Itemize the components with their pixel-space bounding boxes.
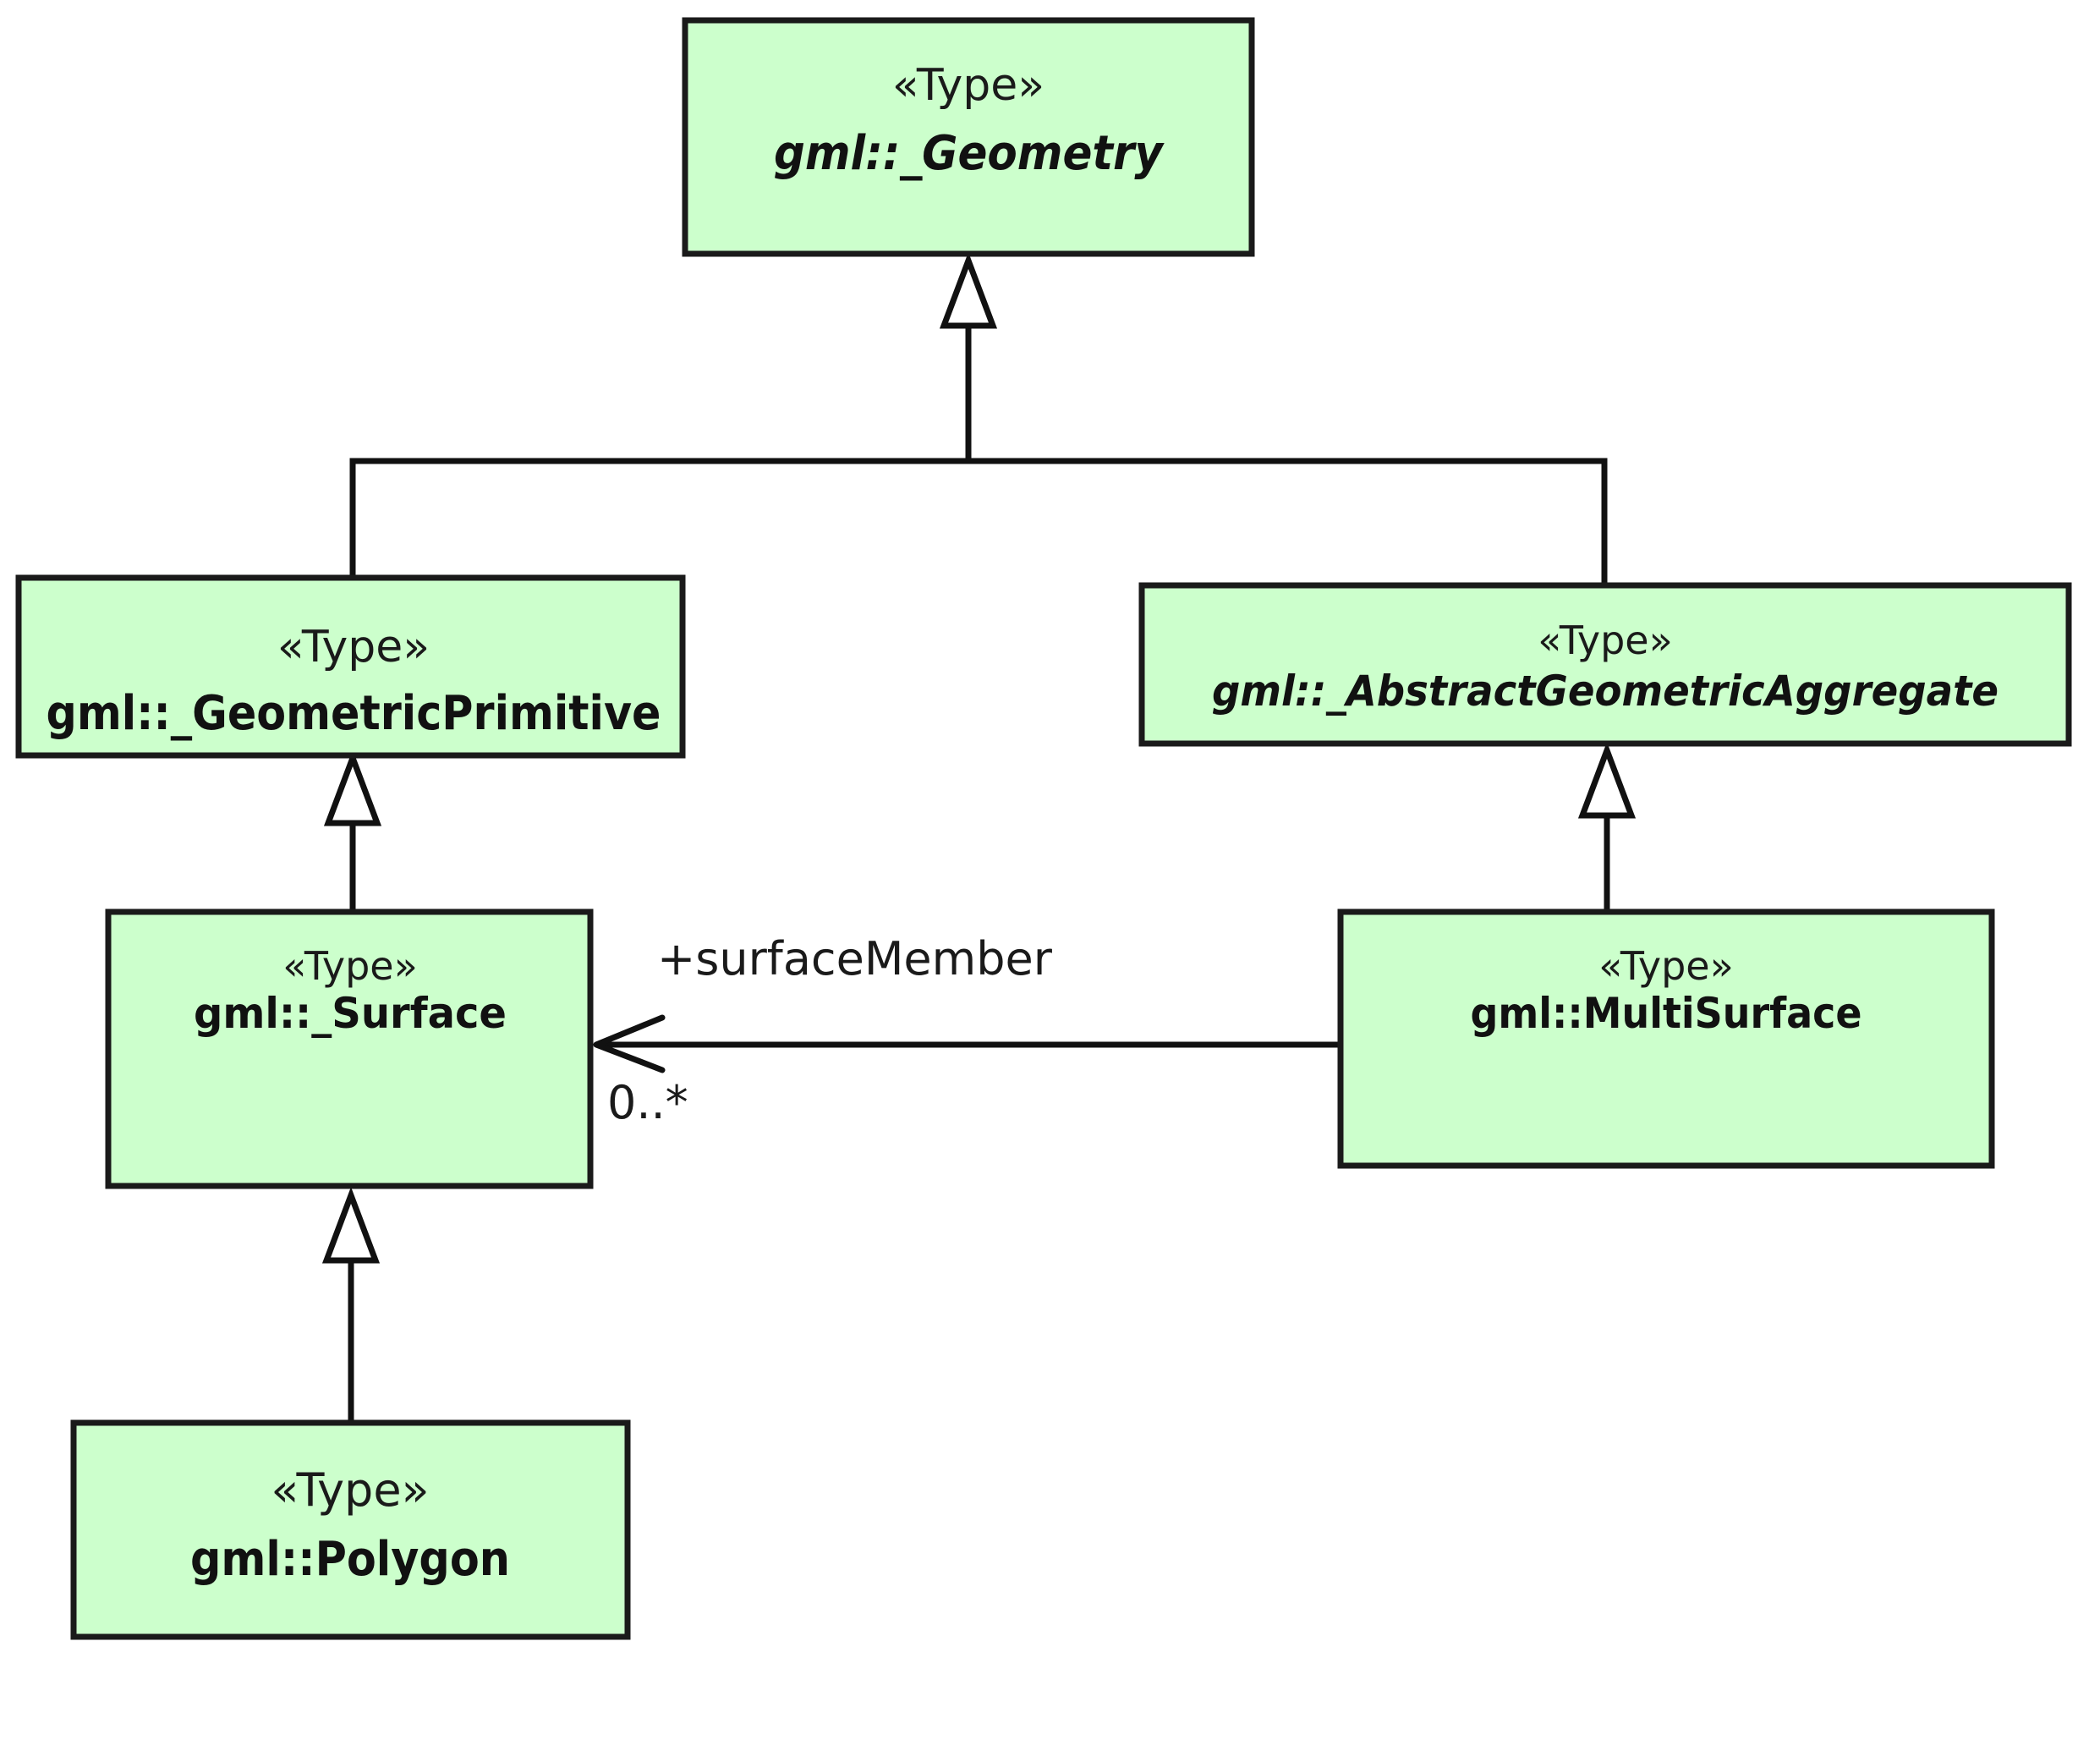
- class-geometric-primitive-name: gml::_GeometricPrimitive: [47, 686, 661, 741]
- association-surface-member: +surfaceMember 0..*: [593, 932, 1341, 1129]
- class-geometry[interactable]: «Type» gml::_Geometry: [682, 17, 1255, 257]
- class-multi-surface-box: [1337, 908, 1995, 1169]
- class-polygon[interactable]: «Type» gml::Polygon: [70, 1419, 631, 1640]
- generalization-polygon-to-surface: [321, 1187, 381, 1423]
- generalization-arrowhead-primitive: [323, 749, 382, 826]
- generalization-line-aggregate: [968, 458, 1608, 585]
- class-polygon-name: gml::Polygon: [190, 1532, 510, 1587]
- class-surface-stereotype: «Type»: [282, 943, 417, 989]
- class-abstract-geometric-aggregate-name: gml::_AbstractGeometricAggregate: [1212, 667, 1999, 716]
- generalization-line-primitive: [349, 458, 968, 578]
- class-geometric-primitive-box: [15, 574, 686, 759]
- generalization-arrowhead-aggregate: [1577, 742, 1637, 819]
- class-polygon-stereotype: «Type»: [271, 1463, 429, 1517]
- class-abstract-geometric-aggregate-box: [1138, 582, 2072, 747]
- class-surface-name: gml::_Surface: [194, 989, 507, 1038]
- generalization-to-geometry: [349, 252, 1608, 585]
- generalization-arrowhead-surface: [321, 1187, 381, 1264]
- class-multi-surface[interactable]: «Type» gml::MultiSurface: [1337, 908, 1995, 1169]
- class-abstract-geometric-aggregate-stereotype: «Type»: [1538, 618, 1672, 663]
- class-surface-box: [105, 908, 594, 1189]
- association-multiplicity-label: 0..*: [607, 1076, 688, 1129]
- class-geometric-primitive[interactable]: «Type» gml::_GeometricPrimitive: [15, 574, 686, 759]
- class-geometry-stereotype: «Type»: [892, 60, 1045, 111]
- class-geometry-name: gml::_Geometry: [774, 126, 1165, 181]
- generalization-surface-to-primitive: [323, 749, 382, 912]
- generalization-arrowhead-geometry: [939, 252, 998, 329]
- class-multi-surface-name: gml::MultiSurface: [1471, 989, 1862, 1038]
- association-open-arrowhead: [593, 1014, 666, 1073]
- class-geometry-box: [682, 17, 1255, 257]
- class-polygon-box: [70, 1419, 631, 1640]
- class-geometric-primitive-stereotype: «Type»: [277, 622, 430, 672]
- class-multi-surface-stereotype: «Type»: [1598, 943, 1733, 989]
- generalization-multisurface-to-aggregate: [1577, 742, 1637, 912]
- class-surface[interactable]: «Type» gml::_Surface: [105, 908, 594, 1189]
- class-abstract-geometric-aggregate[interactable]: «Type» gml::_AbstractGeometricAggregate: [1138, 582, 2072, 747]
- association-role-label: +surfaceMember: [657, 932, 1053, 985]
